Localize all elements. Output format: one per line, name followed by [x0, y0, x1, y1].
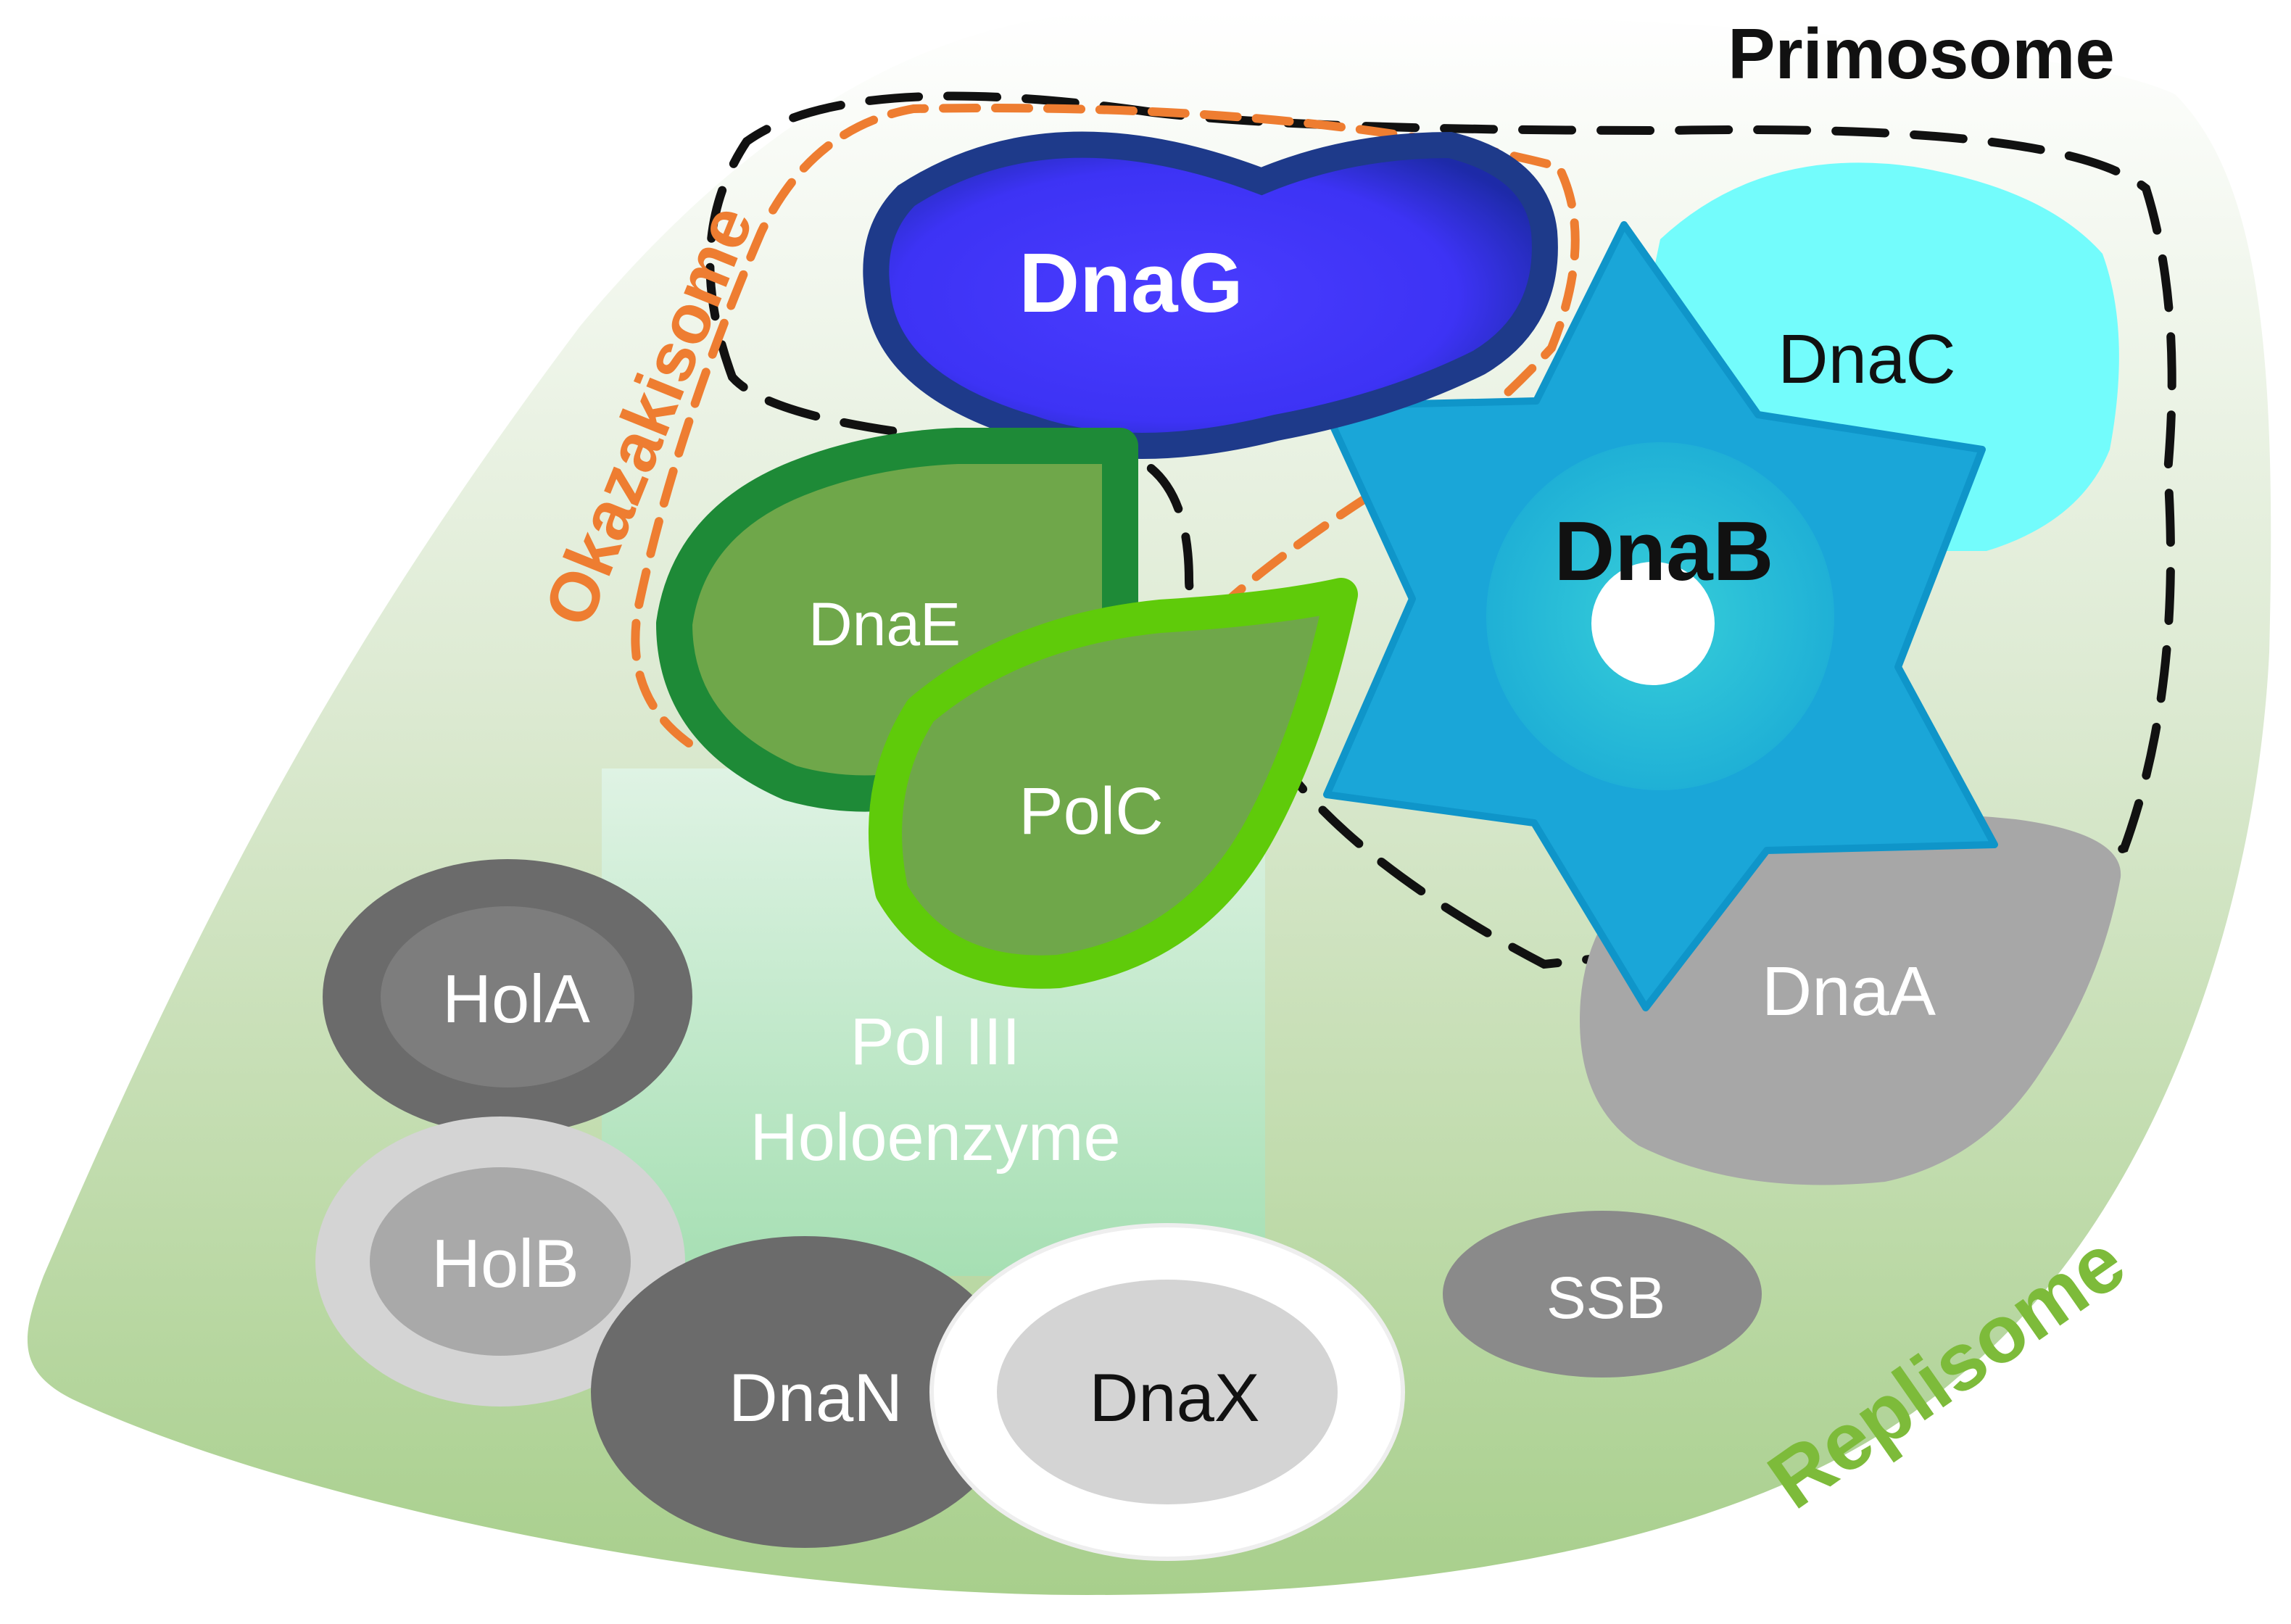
dnaA-label: DnaA: [1762, 953, 1936, 1030]
pol3-label-line2: Holoenzyme: [750, 1101, 1120, 1174]
dnaG-shape: [863, 131, 1558, 459]
holA-label: HolA: [442, 961, 590, 1037]
primosome-label: Primosome: [1728, 14, 2115, 94]
polC-label: PolC: [1019, 774, 1163, 848]
dnaC-label: DnaC: [1778, 320, 1955, 398]
pol3-label-line1: Pol III: [850, 1005, 1020, 1079]
dnaN-shape: [591, 1236, 1019, 1548]
holB-label: HolB: [431, 1225, 579, 1301]
dnaG-label: DnaG: [1019, 236, 1243, 330]
dnaX-label: DnaX: [1089, 1359, 1259, 1436]
dnaB-label: DnaB: [1554, 504, 1774, 598]
okazakisome-boundary: [631, 104, 1580, 747]
dnaN-label: DnaN: [729, 1359, 903, 1436]
ssb-shape: [1443, 1211, 1762, 1378]
dnaB-star: [1320, 221, 1998, 1011]
polC-shape: [869, 578, 1358, 989]
ssb-label: SSB: [1546, 1265, 1665, 1331]
primosome-boundary: [705, 91, 2176, 969]
dnaE-label: DnaE: [808, 590, 961, 658]
